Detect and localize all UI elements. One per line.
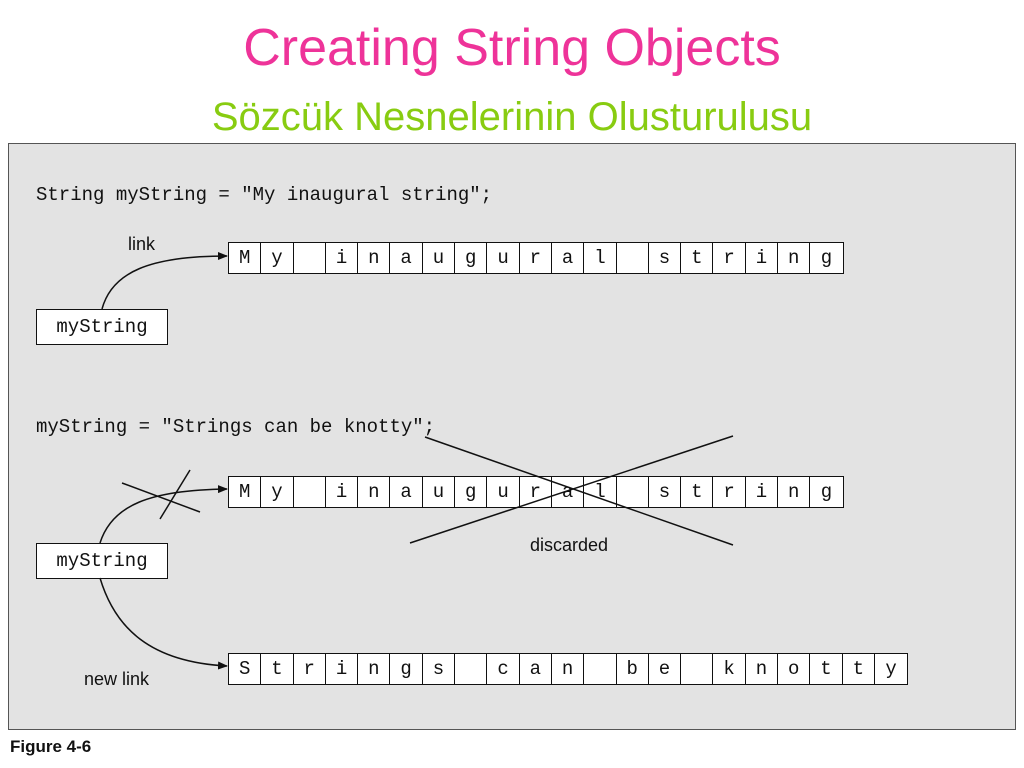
char-cell: u [487, 477, 520, 507]
char-cell: g [455, 477, 488, 507]
char-cell: n [358, 243, 391, 273]
char-cell: l [584, 243, 617, 273]
char-cell: i [326, 654, 359, 684]
char-cell: r [713, 243, 746, 273]
char-cell: t [843, 654, 875, 684]
char-cell: g [390, 654, 423, 684]
char-cell: y [261, 243, 294, 273]
char-cell: t [261, 654, 294, 684]
discard-cross-2 [409, 435, 734, 544]
char-cell: u [423, 477, 456, 507]
char-cell [617, 477, 649, 507]
char-cell: y [261, 477, 294, 507]
link-label: link [128, 234, 156, 254]
new-link-label: new link [84, 669, 150, 689]
char-cell [294, 477, 326, 507]
char-cell [455, 654, 488, 684]
figure-caption: Figure 4-6 [10, 737, 92, 756]
char-cell: s [649, 243, 682, 273]
code-line-reassignment: myString = "Strings can be knotty"; [36, 416, 436, 438]
char-cell: g [820, 247, 833, 269]
char-cell: t [810, 654, 843, 684]
page-title: Creating String Objects [243, 19, 781, 77]
char-cell [617, 243, 649, 273]
char-cell [584, 654, 617, 684]
char-cell: n [358, 654, 391, 684]
char-cell: g [455, 243, 488, 273]
char-cell: i [326, 243, 359, 273]
char-cell: i [746, 477, 779, 507]
link-arrow [101, 252, 228, 310]
discarded-label: discarded [530, 535, 609, 555]
char-cell: c [487, 654, 520, 684]
char-cell: r [294, 654, 326, 684]
char-cell: n [746, 654, 779, 684]
char-cell: y [885, 658, 897, 680]
char-cell: b [617, 654, 649, 684]
char-cell: a [390, 243, 423, 273]
char-cell: g [820, 481, 833, 503]
char-cell: n [778, 243, 811, 273]
char-cell: r [713, 477, 746, 507]
char-cell: n [358, 477, 391, 507]
char-cell: u [487, 243, 520, 273]
new-link-arrow [99, 577, 228, 670]
old-link-cross-1 [121, 482, 201, 513]
old-link-cross-2 [159, 469, 191, 520]
char-cell: S [229, 654, 262, 684]
char-cell: r [520, 477, 552, 507]
char-cell: a [520, 654, 552, 684]
char-cell: r [520, 243, 552, 273]
char-cell: a [390, 477, 423, 507]
char-cell [681, 654, 714, 684]
char-cell: i [326, 477, 359, 507]
page-subtitle: Sözcük Nesnelerinin Olusturulusu [211, 95, 813, 139]
char-cell: M [229, 243, 262, 273]
char-cell: n [552, 654, 585, 684]
char-cell: i [746, 243, 779, 273]
char-cell: k [713, 654, 746, 684]
diagram-panel [8, 143, 1016, 730]
old-link-arrow [99, 485, 228, 544]
char-cell: a [552, 243, 585, 273]
char-cell: e [649, 654, 682, 684]
code-line-declaration: String myString = "My inaugural string"; [36, 184, 493, 206]
discard-cross-1 [424, 436, 734, 546]
char-cell: t [681, 477, 714, 507]
char-cell: l [584, 477, 617, 507]
char-cell: n [778, 477, 811, 507]
char-cell: u [423, 243, 456, 273]
char-cell [294, 243, 326, 273]
variable-box-mystring-2: myString [36, 543, 168, 579]
char-cell: M [229, 477, 262, 507]
variable-box-mystring: myString [36, 309, 168, 345]
char-cell: o [778, 654, 811, 684]
char-cell: s [649, 477, 682, 507]
char-cell: s [423, 654, 456, 684]
char-cell: t [681, 243, 714, 273]
